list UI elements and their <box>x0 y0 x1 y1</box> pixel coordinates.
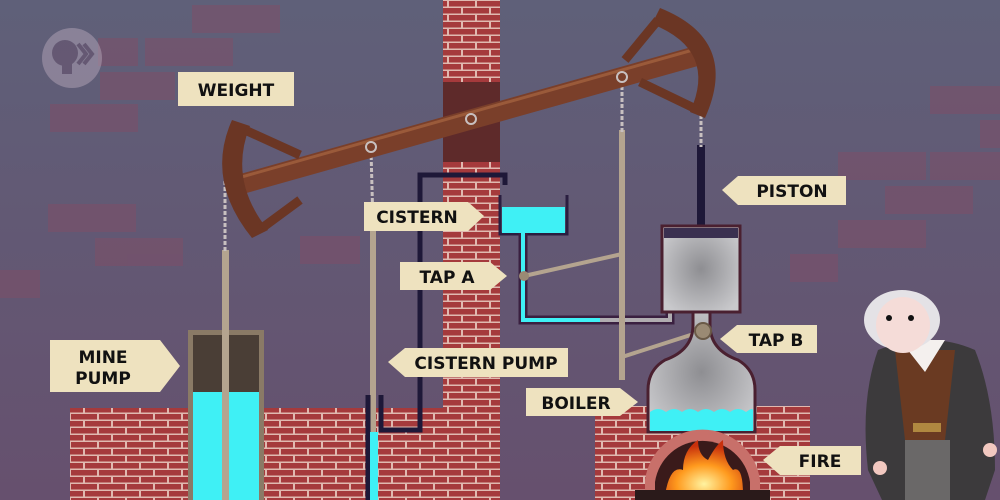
thomas-newcomen-figure <box>864 290 997 500</box>
cistern-pipe <box>365 172 508 500</box>
svg-text:MINE: MINE <box>78 348 127 368</box>
brick-base-wall <box>70 408 500 500</box>
svg-text:TAP A: TAP A <box>420 268 476 288</box>
label-weight: WEIGHT <box>178 72 294 106</box>
tap-b-lever <box>621 329 704 359</box>
boiler-water <box>650 409 754 431</box>
beam-pivot <box>465 113 477 125</box>
tap-a-valve <box>519 271 529 281</box>
piston-rod <box>697 145 705 230</box>
label-tap-a: TAP A <box>400 262 507 290</box>
svg-text:PUMP: PUMP <box>75 369 131 389</box>
cistern-water <box>502 207 565 233</box>
label-mine-pump: MINE PUMP <box>50 340 180 392</box>
svg-text:PISTON: PISTON <box>756 182 827 202</box>
label-boiler: BOILER <box>526 388 638 416</box>
label-cistern: CISTERN <box>364 202 484 231</box>
boiler <box>646 310 757 434</box>
mine-pump-rod <box>222 250 229 500</box>
background-bricks <box>0 5 1000 298</box>
tap-a-lever <box>523 252 623 278</box>
label-cistern-pump: CISTERN PUMP <box>388 348 568 377</box>
piston-head <box>664 228 738 238</box>
beam <box>222 8 716 238</box>
svg-text:FIRE: FIRE <box>799 452 842 472</box>
svg-text:CISTERN: CISTERN <box>376 208 458 228</box>
piston-cylinder <box>660 224 742 314</box>
left-arch-head <box>222 120 268 238</box>
fire-flames <box>665 440 743 495</box>
cistern-pump-water <box>370 432 378 500</box>
svg-text:BOILER: BOILER <box>541 394 610 414</box>
svg-text:WEIGHT: WEIGHT <box>198 81 275 101</box>
right-arch-head <box>652 8 716 118</box>
label-tap-b: TAP B <box>720 325 817 353</box>
svg-text:TAP B: TAP B <box>749 331 804 351</box>
pbs-logo-icon <box>42 28 102 88</box>
label-piston: PISTON <box>722 176 846 205</box>
label-fire: FIRE <box>763 446 861 475</box>
cistern-tank <box>498 195 569 236</box>
tap-b-valve <box>694 322 712 340</box>
cistern-pump-rod <box>370 225 376 435</box>
svg-text:CISTERN PUMP: CISTERN PUMP <box>414 354 557 374</box>
